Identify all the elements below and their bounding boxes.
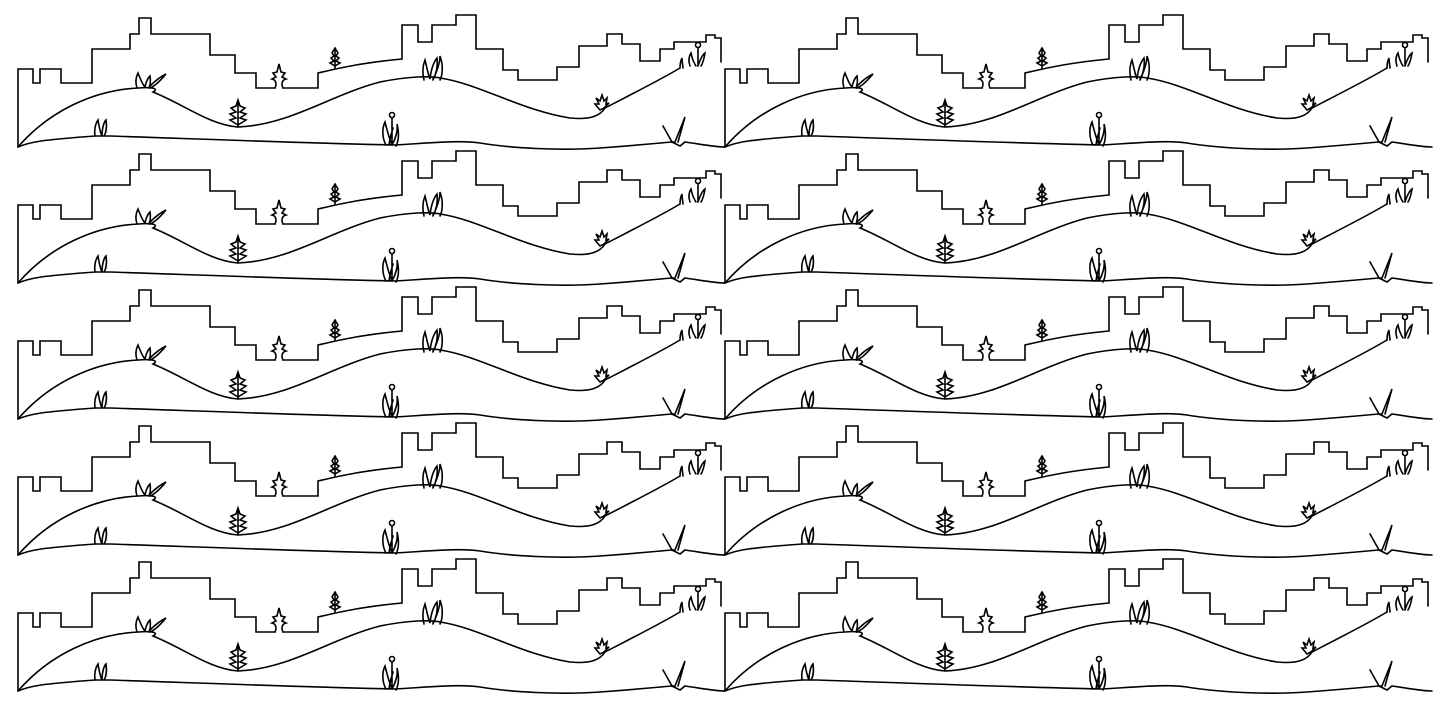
landscape-tile bbox=[724, 422, 1433, 558]
landscape-tile bbox=[724, 558, 1433, 694]
landscape-tile bbox=[17, 14, 726, 150]
landscape-tile bbox=[17, 422, 726, 558]
landscape-tile bbox=[724, 150, 1433, 286]
landscape-tile bbox=[17, 558, 726, 694]
landscape-tile bbox=[17, 286, 726, 422]
landscape-tile bbox=[17, 150, 726, 286]
landscape-tile bbox=[724, 286, 1433, 422]
landscape-tile bbox=[724, 14, 1433, 150]
